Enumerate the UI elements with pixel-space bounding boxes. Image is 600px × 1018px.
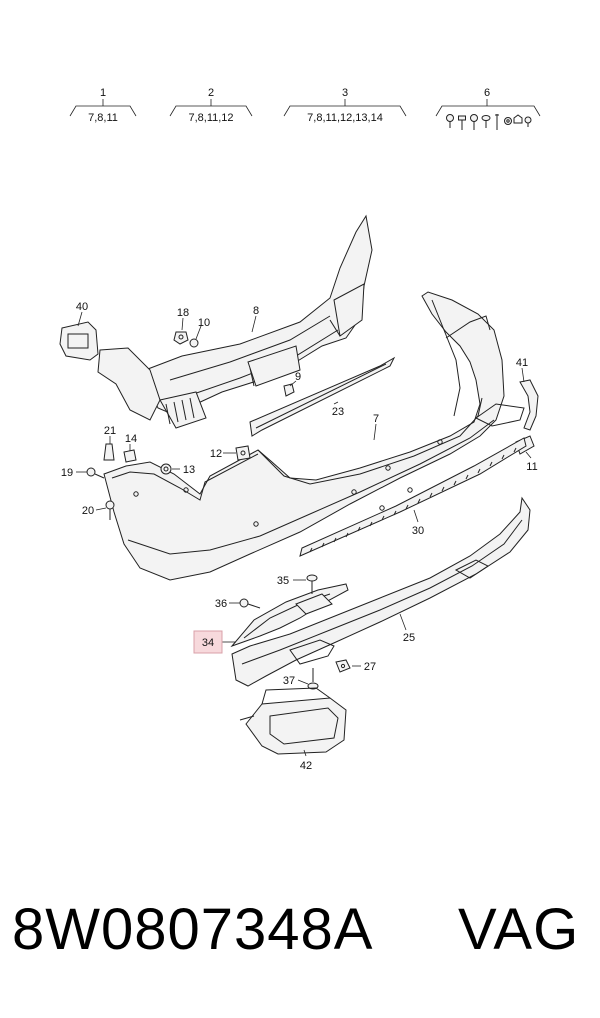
part-labels: 40 18 10 8 9 23 7 41 21 14 12 13 19 20 1… — [61, 301, 538, 772]
group-2-number: 2 — [208, 87, 214, 99]
part-18-clip — [173, 331, 189, 345]
part-9-clip — [283, 383, 295, 397]
group-1-sub: 7,8,11 — [88, 112, 118, 124]
leader-lines — [76, 311, 532, 757]
part-40-bracket — [59, 321, 99, 361]
group-1-number: 1 — [100, 87, 106, 99]
brand-name: VAG — [458, 897, 580, 962]
label-18: 18 — [177, 307, 189, 319]
label-25: 25 — [403, 632, 415, 644]
part-25-diffuser — [231, 496, 531, 687]
label-12: 12 — [210, 448, 222, 460]
label-41: 41 — [516, 357, 528, 369]
label-9: 9 — [295, 371, 301, 383]
label-27: 27 — [364, 661, 376, 673]
part-37-screw — [307, 668, 319, 690]
label-23: 23 — [332, 406, 344, 418]
part-13-grommet — [160, 463, 172, 475]
label-10: 10 — [198, 317, 210, 329]
label-37: 37 — [283, 675, 295, 687]
label-11: 11 — [526, 461, 537, 473]
group-3-sub: 7,8,11,12,13,14 — [307, 112, 383, 124]
part-42-exhaust-tip — [239, 687, 347, 755]
group-3-number: 3 — [342, 87, 348, 99]
label-13: 13 — [183, 464, 195, 476]
part-35-screw — [306, 574, 318, 594]
label-42: 42 — [300, 760, 312, 772]
label-34: 34 — [202, 637, 214, 649]
label-36: 36 — [215, 598, 227, 610]
label-19: 19 — [61, 467, 73, 479]
part-27-nut — [335, 659, 351, 673]
label-8: 8 — [253, 305, 259, 317]
group-2-sub: 7,8,11,12 — [188, 112, 233, 124]
part-34-bracket — [230, 583, 349, 648]
part-7-bumper-cover — [103, 291, 525, 581]
part-8-bumper-carrier — [97, 214, 373, 429]
group-header-6: 6 — [435, 87, 541, 130]
group-header-1: 1 7,8,11 — [69, 87, 137, 124]
part-number: 8W0807348A — [12, 897, 374, 962]
label-30: 30 — [412, 525, 424, 537]
footer: 8W0807348A VAG — [0, 896, 600, 976]
label-14: 14 — [125, 433, 137, 445]
part-10-nut — [189, 338, 199, 348]
label-7: 7 — [373, 413, 379, 425]
fastener-icons — [446, 114, 532, 130]
part-21-clip — [103, 443, 115, 461]
part-12-nut — [235, 445, 251, 461]
label-35: 35 — [277, 575, 289, 587]
group-header-3: 3 7,8,11,12,13,14 — [283, 87, 407, 124]
group-6-number: 6 — [484, 87, 490, 99]
highlight-box-34 — [193, 630, 223, 654]
label-20: 20 — [82, 505, 94, 517]
part-36-screw — [239, 598, 261, 609]
part-30-grille-strip — [299, 437, 527, 557]
part-23-trim-strip — [249, 356, 396, 437]
label-40: 40 — [76, 301, 88, 313]
group-header-2: 2 7,8,11,12 — [169, 87, 253, 124]
part-19-screw — [86, 467, 105, 479]
part-41-trim — [519, 379, 539, 431]
part-14-clip — [123, 449, 137, 463]
part-20-screw — [105, 500, 115, 520]
label-21: 21 — [104, 425, 116, 437]
